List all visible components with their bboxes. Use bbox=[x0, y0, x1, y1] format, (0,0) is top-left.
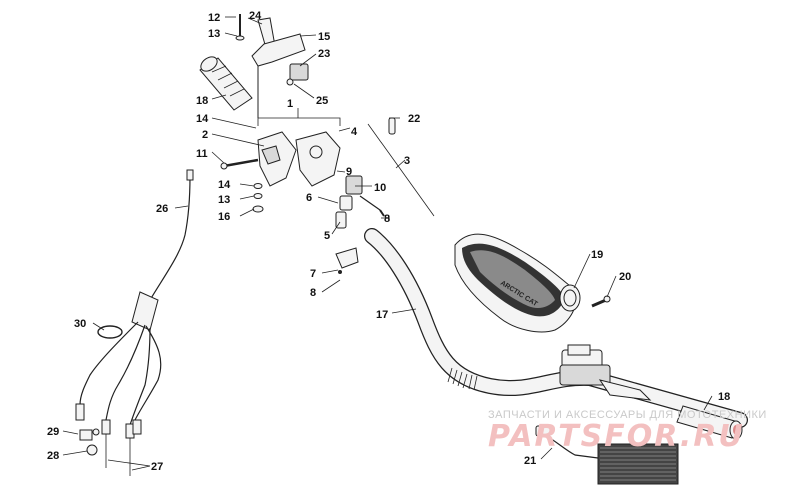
callout-17: 17 bbox=[376, 309, 388, 321]
callout-25: 25 bbox=[316, 95, 328, 107]
callout-5: 5 bbox=[324, 230, 330, 242]
callout-4: 4 bbox=[351, 126, 358, 138]
wiring-harness bbox=[75, 169, 194, 476]
callout-30: 30 bbox=[74, 318, 86, 330]
left-grip bbox=[199, 56, 253, 111]
callout-10: 10 bbox=[374, 182, 386, 194]
callout-13b: 13 bbox=[218, 194, 230, 206]
callout-20: 20 bbox=[619, 271, 631, 283]
callout-12: 12 bbox=[208, 12, 220, 24]
callout-13a: 13 bbox=[208, 28, 220, 40]
callout-19: 19 bbox=[591, 249, 603, 261]
callout-22: 22 bbox=[408, 113, 420, 125]
watermark-logo: PARTSFOR.RU bbox=[488, 419, 745, 454]
callout-18a: 18 bbox=[196, 95, 208, 107]
callout-8a: 8 bbox=[384, 213, 390, 225]
right-control-block bbox=[559, 344, 652, 401]
callout-18b: 18 bbox=[718, 391, 730, 403]
callout-6: 6 bbox=[306, 192, 312, 204]
watermark-tagline: ЗАПЧАСТИ И АКСЕССУАРЫ ДЛЯ МОТОТЕХНИКИ bbox=[488, 409, 767, 421]
callout-23: 23 bbox=[318, 48, 330, 60]
screw-20 bbox=[591, 295, 611, 308]
watermark: ЗАПЧАСТИ И АКСЕССУАРЫ ДЛЯ МОТОТЕХНИКИ PA… bbox=[488, 409, 767, 454]
callout-14a: 14 bbox=[196, 113, 209, 125]
handlebar-pad: ARCTIC CAT bbox=[454, 233, 581, 333]
bracket-7 bbox=[335, 211, 359, 274]
callout-27: 27 bbox=[151, 461, 163, 473]
callout-15: 15 bbox=[318, 31, 330, 43]
callout-24: 24 bbox=[249, 10, 262, 22]
left-control-housing bbox=[220, 131, 341, 213]
callout-2: 2 bbox=[202, 129, 208, 141]
callout-11: 11 bbox=[196, 148, 208, 160]
leader-lines bbox=[62, 16, 713, 471]
callout-8b: 8 bbox=[310, 287, 316, 299]
callout-14b: 14 bbox=[218, 179, 231, 191]
callout-29: 29 bbox=[47, 426, 59, 438]
callout-3: 3 bbox=[404, 155, 410, 167]
callout-7: 7 bbox=[310, 268, 316, 280]
callout-1: 1 bbox=[287, 98, 293, 110]
group-brackets bbox=[257, 108, 435, 217]
right-grip bbox=[676, 405, 743, 440]
callout-28: 28 bbox=[47, 450, 59, 462]
callout-26: 26 bbox=[156, 203, 168, 215]
callout-16: 16 bbox=[218, 211, 230, 223]
callout-9: 9 bbox=[346, 166, 352, 178]
heater-element bbox=[535, 425, 679, 485]
callout-labels: 12 24 13 15 23 25 18 1 14 2 11 4 22 3 9 … bbox=[47, 10, 730, 473]
callout-21: 21 bbox=[524, 455, 536, 467]
handlebar bbox=[364, 228, 748, 428]
throttle-lever bbox=[235, 14, 309, 118]
